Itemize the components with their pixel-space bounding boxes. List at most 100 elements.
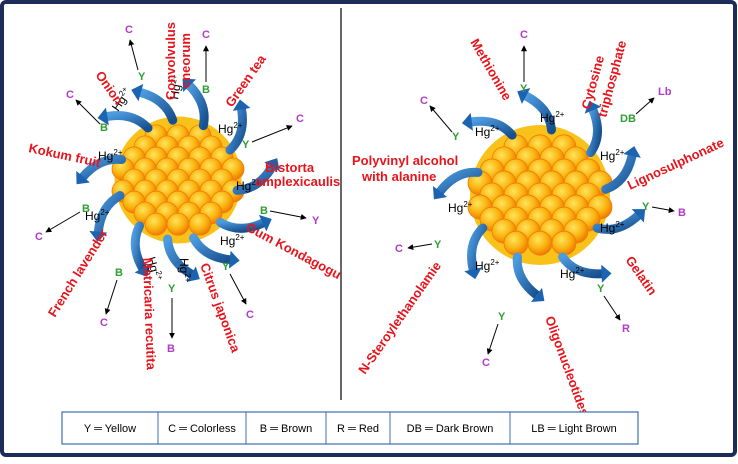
- legend-entry-c: C ═ Colorless: [168, 423, 236, 435]
- label-convolvulus-2: cneorum: [178, 33, 193, 88]
- code-pva-c: C: [420, 95, 428, 107]
- left-arrow-convolvulus-head: [131, 83, 144, 102]
- code-pva-y: Y: [452, 131, 460, 143]
- label-pva-2: with alanine: [361, 169, 436, 184]
- hg-ion-methionine: Hg2+: [475, 124, 500, 139]
- code-oli-y: Y: [597, 283, 605, 295]
- right-sphere-38: [503, 230, 529, 256]
- left-arrow-onion-head: [97, 107, 109, 126]
- code-pva2-y: Y: [434, 239, 442, 251]
- label-gum: Gum Kondagogu: [244, 219, 344, 282]
- legend-entry-r: R ═ Red: [337, 423, 379, 435]
- left-arrow-citrus-head: [228, 250, 240, 269]
- left-arrow-onion-shaft: [102, 111, 153, 133]
- left-arrow-bistorta-shaft: [225, 104, 247, 155]
- label-bistorta-2: amplexicaulis: [255, 174, 340, 189]
- code-kokum-c: C: [66, 89, 74, 101]
- label-gelatin: Gelatin: [623, 253, 661, 298]
- hg-ion-kokum: Hg2+: [98, 148, 123, 163]
- left-arrow-gum-shaft: [215, 217, 268, 233]
- code-lav-c: C: [35, 231, 43, 243]
- legend-entry-lb: LB ═ Light Brown: [531, 423, 616, 435]
- code-lav-b: B: [82, 203, 90, 215]
- right-arrow-ligno-top-head: [584, 100, 602, 114]
- right-arrow-top-left-shaft: [435, 167, 483, 197]
- code-onion-y: Y: [138, 71, 146, 83]
- left-arrow-citrus-shaft: [189, 233, 235, 265]
- left-arrow-gum-head: [258, 214, 272, 232]
- left-color-codes: Y C B C Y C B C B Y B C B C: [35, 24, 320, 355]
- label-lavender: French lavender: [45, 226, 111, 319]
- code-mat-b: B: [167, 343, 175, 355]
- right-arrow-pva-shaft: [467, 223, 488, 274]
- code-conv-b: B: [202, 84, 210, 96]
- hg-ion-green-tea: Hg2+: [218, 121, 243, 136]
- code-kokum-b: B: [100, 122, 108, 134]
- arrow-gum: [229, 273, 247, 305]
- arrow-pva: [407, 243, 433, 251]
- right-arrow-methionine-head: [461, 112, 473, 131]
- code-lav2-c: C: [100, 317, 108, 329]
- right-arrow-gelatin-head: [631, 209, 646, 223]
- arrow-onion: [128, 39, 139, 71]
- arrow-oligo: [603, 295, 621, 321]
- code-pva2-c: C: [395, 243, 403, 255]
- code-meth-c: C: [520, 29, 528, 41]
- arrow-bistorta: [269, 210, 307, 220]
- right-nanoparticle-cluster: [467, 125, 613, 265]
- code-mat-y: Y: [168, 283, 176, 295]
- right-arrow-top-left-head: [432, 186, 448, 200]
- label-bistorta-1: Bistorta: [265, 160, 315, 175]
- right-arrow-pva-head: [464, 267, 482, 280]
- left-sphere-38: [144, 212, 168, 236]
- code-ligno-db: DB: [620, 113, 636, 125]
- label-green-tea: Green tea: [222, 51, 269, 109]
- code-bist-y: Y: [312, 215, 320, 227]
- hg-ion-gum: Hg2+: [220, 233, 245, 248]
- hg-ion-bistorta: Hg2+: [236, 178, 261, 193]
- right-arrow-ligno-shaft: [601, 151, 637, 194]
- right-arrow-gelatin-shaft: [592, 211, 643, 234]
- arrow-nstear: [486, 323, 499, 355]
- label-kokum: Kokum fruit: [27, 140, 102, 170]
- arrow-top-left: [429, 105, 453, 133]
- label-convolvulus-1: Convolvulus: [163, 22, 178, 100]
- arrow-gelatin: [651, 206, 675, 214]
- label-matricaria: Matricaria recutita: [140, 258, 159, 371]
- left-arrow-matricaria-shaft: [163, 234, 196, 279]
- code-tea-y: Y: [242, 139, 250, 151]
- right-arrow-oligo-head: [601, 264, 612, 283]
- code-lav2-b: B: [115, 267, 123, 279]
- hg-ion-lavender: Hg2+: [85, 208, 110, 223]
- arrow-lavender-top: [45, 211, 81, 233]
- left-arrow-lavender-top-shaft: [93, 191, 125, 237]
- left-hg-ions: Hg2+ Hg2+ Hg2+ Hg2+ Hg2+ Hg2+ Hg2+ Hg2+ …: [85, 73, 261, 282]
- right-arrow-methionine-shaft: [467, 116, 517, 140]
- left-curved-arrows: [76, 78, 280, 282]
- hg-ion-gelatin: Hg2+: [600, 220, 625, 235]
- right-sphere-40: [551, 230, 577, 256]
- right-arrow-cytosine-head: [517, 88, 531, 104]
- code-ligno-lb: Lb: [658, 86, 672, 98]
- left-arrow-matricaria-head: [186, 266, 200, 282]
- label-ligno: Lignosulphonate: [625, 135, 726, 193]
- legend-entry-y: Y ═ Yellow: [84, 423, 136, 435]
- code-oli-r: R: [622, 323, 630, 335]
- hg-ion-nstear: Hg2+: [475, 258, 500, 273]
- left-arrow-lavender-head: [134, 263, 151, 277]
- code-nst-y: Y: [498, 311, 506, 323]
- hg-ion-citrus: Hg2+: [177, 258, 192, 283]
- label-oligo: Oligonucleotides: [542, 314, 592, 418]
- arrow-green-tea: [251, 125, 293, 143]
- right-arrow-nstear-shaft: [512, 252, 542, 300]
- left-sphere-39: [166, 212, 190, 236]
- right-sphere-39: [527, 230, 553, 256]
- left-panel: Hg2+ Hg2+ Hg2+ Hg2+ Hg2+ Hg2+ Hg2+ Hg2+ …: [27, 22, 343, 371]
- right-color-codes: Y C Y C DB Lb Y C Y B Y C Y R: [395, 29, 686, 369]
- left-arrow-lavender-shaft: [130, 221, 147, 273]
- code-tea-c: C: [296, 113, 304, 125]
- right-curved-arrows: [432, 88, 646, 303]
